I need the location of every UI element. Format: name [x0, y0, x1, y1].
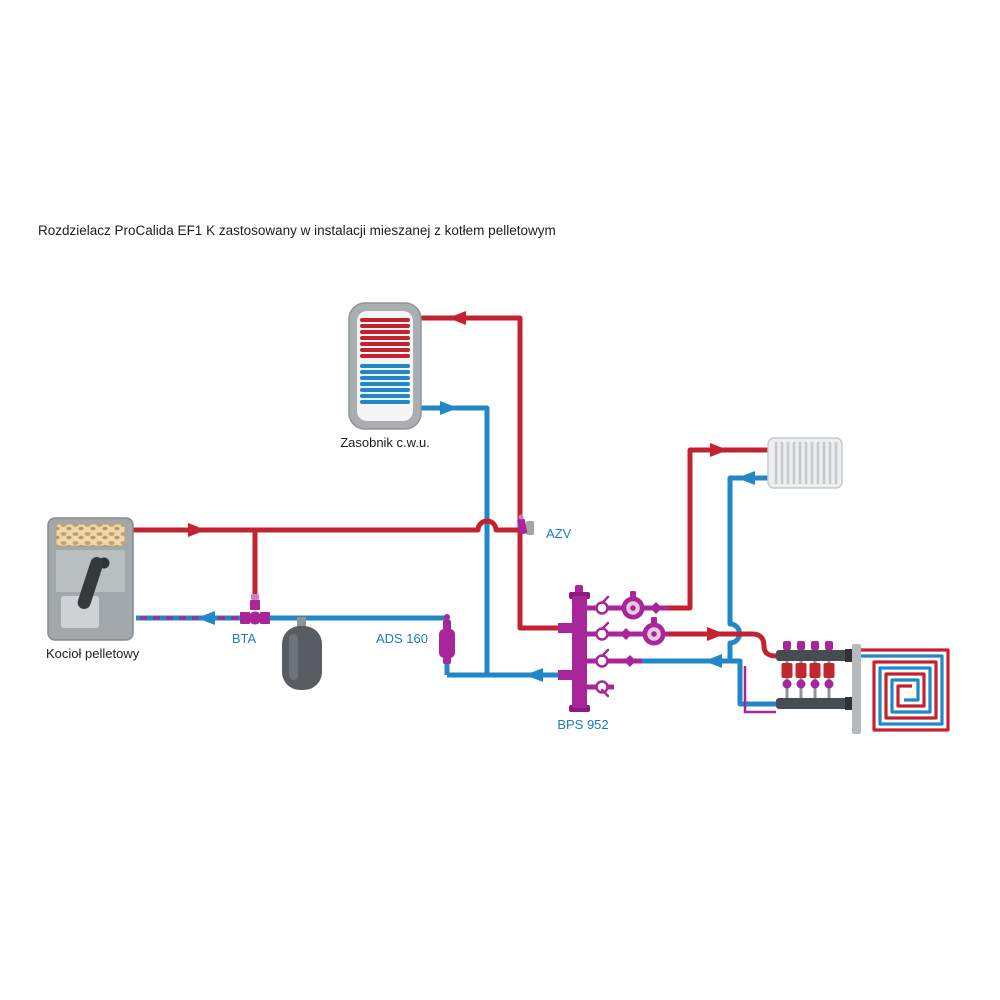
bps-left-return-stub — [558, 670, 572, 680]
bps-left-supply-stub — [558, 623, 572, 633]
ads-drain-cap — [443, 657, 451, 664]
diagram-title: Rozdzielacz ProCalida EF1 K zastosowany … — [38, 223, 556, 238]
wall-bracket-bar — [852, 644, 861, 734]
ads-vent-icon — [444, 614, 450, 620]
arrow-supply-right-radiator — [710, 443, 728, 457]
vessel-body — [282, 626, 322, 690]
boiler-handle — [77, 557, 104, 609]
dhw-tank-label: Zasobnik c.w.u. — [340, 435, 430, 450]
vessel-highlight — [289, 634, 298, 680]
bps-valve-row2 — [595, 621, 610, 641]
tank-coil-hot — [360, 318, 410, 358]
bps-valve-row1 — [595, 595, 610, 615]
arrow-supply-right-boiler — [188, 523, 206, 537]
bps-top-vent — [575, 585, 583, 594]
bta-left-port — [240, 612, 250, 624]
floor-manifold-return-end-cap — [845, 697, 854, 710]
floor-supply-pipe — [666, 631, 780, 659]
bps-valve-row3 — [595, 648, 610, 668]
floor-manifold-supply-end-cap — [845, 649, 854, 662]
mixing-valve-sensor-line — [743, 666, 776, 714]
bta-body — [248, 611, 262, 625]
floor-manifold-supply-bar — [776, 650, 848, 661]
arrow-supply-right-floor — [707, 627, 725, 641]
bta-top-port — [250, 600, 260, 610]
bps-beam — [572, 596, 587, 708]
vessel-stub — [297, 617, 306, 629]
ads-top-cap — [443, 620, 451, 630]
pump-heating-circuit-2 — [642, 617, 666, 646]
floor-return-pipe — [638, 658, 778, 707]
floor-heating-manifold — [776, 641, 854, 710]
radiator-fins — [774, 442, 838, 484]
bta-label: BTA — [232, 631, 257, 646]
pump-heating-circuit-1 — [621, 591, 645, 620]
radiator — [767, 437, 843, 489]
arrow-return-left-manifold — [525, 668, 543, 682]
boiler-label: Kocioł pelletowy — [46, 646, 140, 661]
azv-label: AZV — [546, 526, 572, 541]
expansion-vessel — [282, 617, 322, 690]
azv-body — [517, 518, 528, 535]
floor-coil-return-spiral — [861, 654, 944, 726]
arrow-return-right-tank — [440, 401, 458, 415]
floor-coil-supply-spiral — [861, 648, 950, 732]
tank-coil-cold — [360, 364, 410, 404]
bps-drain-valve — [595, 680, 610, 698]
ads-160-label: ADS 160 — [376, 631, 428, 646]
floor-manifold-valve-bodies — [781, 663, 835, 689]
pellet-boiler — [47, 517, 134, 641]
check-valve-circuit-1 — [649, 601, 663, 615]
arrow-return-left-floor — [704, 654, 722, 668]
floor-manifold-flow-meters — [783, 641, 833, 650]
ads-160-separator — [439, 614, 455, 664]
mixing-valve-circuit-2 — [619, 627, 633, 641]
boiler-supply-pipe — [132, 518, 522, 533]
bps-952-label: BPS 952 — [557, 717, 608, 732]
bta-right-port — [260, 612, 270, 624]
ads-body — [439, 629, 455, 658]
arrow-supply-left-tank — [448, 311, 466, 325]
flow-arrows — [188, 311, 755, 682]
labels: Rozdzielacz ProCalida EF1 K zastosowany … — [38, 223, 609, 732]
azv-bracket — [526, 521, 534, 535]
arrow-return-left-radiator — [737, 471, 755, 485]
floor-heating-coil — [861, 648, 950, 732]
boiler-pellet-window — [55, 523, 126, 547]
bps-952-manifold — [558, 585, 666, 712]
dhw-tank — [348, 302, 422, 430]
arrow-return-left-boiler — [197, 611, 215, 625]
tank-return-pipe — [408, 405, 490, 675]
azv-cap — [518, 514, 524, 520]
bta-valve — [240, 594, 270, 625]
floor-manifold-return-bar — [776, 698, 848, 709]
check-valve-return — [623, 654, 637, 668]
bta-knob — [251, 594, 259, 600]
radiator-supply-pipe — [666, 447, 768, 611]
azv-air-vent — [517, 514, 534, 535]
